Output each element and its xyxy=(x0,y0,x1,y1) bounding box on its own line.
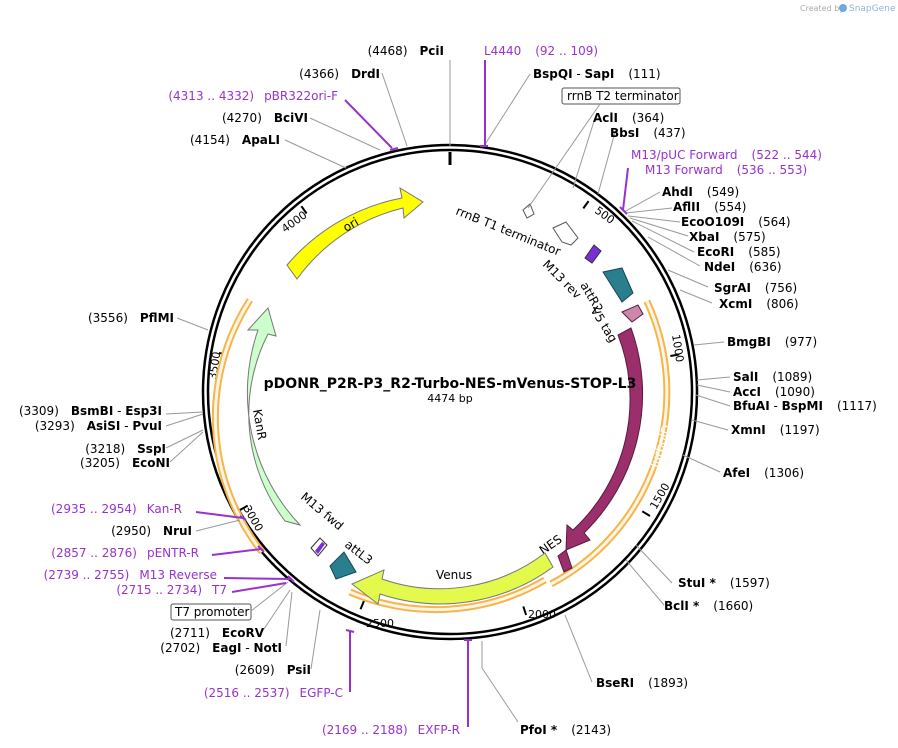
feature-turboid[interactable] xyxy=(565,327,644,551)
feature-attl3[interactable] xyxy=(329,551,357,580)
tick-1000: 1000 xyxy=(669,333,686,363)
site-eco0109i[interactable]: EcoO109I(564) xyxy=(681,215,791,229)
tick-2500: 2500 xyxy=(366,617,394,630)
primer-exfpr[interactable]: (2169 .. 2188)EXFP-R xyxy=(322,723,460,737)
rrnbt2-box xyxy=(561,87,681,105)
tick-marks: 500 1000 1500 2000 2500 3000 3500 4000 xyxy=(206,200,686,630)
site-stui[interactable]: StuI *(1597) xyxy=(678,576,770,590)
site-ecori[interactable]: EcoRI(585) xyxy=(697,245,781,259)
feature-rrnbt1-label: rrnB T1 terminator xyxy=(454,204,563,259)
site-eagi[interactable]: (2702)EagI - NotI xyxy=(160,641,282,655)
primer-t7[interactable]: (2715 .. 2734)T7 xyxy=(116,583,227,597)
site-ndei[interactable]: NdeI(636) xyxy=(704,260,782,274)
site-xcmi[interactable]: XcmI(806) xyxy=(719,297,799,311)
site-drdi[interactable]: (4366)DrdI xyxy=(299,67,380,81)
feature-nes[interactable] xyxy=(557,549,573,573)
site-xbai[interactable]: XbaI(575) xyxy=(689,230,766,244)
site-bfuai[interactable]: BfuAI - BspMI(1117) xyxy=(733,399,877,413)
site-apali[interactable]: (4154)ApaLI xyxy=(190,133,280,147)
site-bmgbi[interactable]: BmgBI(977) xyxy=(727,335,817,349)
feature-kanr-label: KanR xyxy=(250,408,269,441)
backbone-inner-ring xyxy=(206,148,694,636)
t7prom-box xyxy=(170,603,252,621)
feature-attr2[interactable] xyxy=(602,267,634,303)
site-bcivi[interactable]: (4270)BciVI xyxy=(222,111,308,125)
site-bbsi[interactable]: BbsI(437) xyxy=(610,126,686,140)
site-acli[interactable]: AclI(364) xyxy=(593,111,664,125)
plasmid-name: pDONR_P2R-P3_R2-Turbo-NES-mVenus-STOP-L3 xyxy=(264,376,637,392)
site-nrui[interactable]: (2950)NruI xyxy=(111,524,192,538)
site-bspqi[interactable]: BspQI - SapI(111) xyxy=(533,67,661,81)
snapgene-logo-icon xyxy=(839,4,847,12)
sites-right: BspQI - SapI(111) AclI(364) BbsI(437) Ah… xyxy=(520,67,877,737)
created-by-label: Created by xyxy=(800,4,844,13)
feature-turboid-label: TurboID xyxy=(646,423,674,472)
primer-egfpc[interactable]: (2516 .. 2537)EGFP-C xyxy=(204,686,343,700)
feature-rrnbt1[interactable] xyxy=(552,221,579,246)
feature-ori[interactable] xyxy=(286,186,424,280)
primer-m13rev[interactable]: (2739 .. 2755)M13 Reverse xyxy=(44,568,217,582)
site-pflmi[interactable]: (3556)PflMI xyxy=(88,311,174,325)
site-bseri[interactable]: BseRI(1893) xyxy=(596,676,688,690)
primer-pbr322[interactable]: (4313 .. 4332)pBR322ori-F xyxy=(168,89,338,103)
site-pfoi[interactable]: PfoI *(2143) xyxy=(520,723,611,737)
site-econi[interactable]: (3205)EcoNI xyxy=(80,456,170,470)
rrnbt2-box-label: rrnB T2 terminator xyxy=(567,89,679,103)
primer-labels: L4440(92 .. 109) M13/pUC Forward(522 .. … xyxy=(44,44,822,737)
feature-v5tag-label: V5 tag xyxy=(587,304,620,345)
site-sspi[interactable]: (3218)SspI xyxy=(85,442,166,456)
site-psii[interactable]: (2609)PsiI xyxy=(235,663,311,677)
primer-pentr[interactable]: (2857 .. 2876)pENTR-R xyxy=(51,546,199,560)
t7prom-box-label: T7 promoter xyxy=(174,605,250,619)
tick-2000: 2000 xyxy=(528,608,556,621)
site-sali[interactable]: SalI(1089) xyxy=(733,370,812,384)
leader-lines xyxy=(165,60,731,723)
site-acci[interactable]: AccI(1090) xyxy=(733,385,815,399)
primer-m13rev-marker xyxy=(315,542,325,554)
site-ecorv[interactable]: (2711)EcoRV xyxy=(170,626,265,640)
feature-m13fwd[interactable] xyxy=(584,244,602,264)
primer-kanr[interactable]: (2935 .. 2954)Kan-R xyxy=(51,502,182,516)
site-aflii[interactable]: AflII(554) xyxy=(673,200,746,214)
site-asisi[interactable]: (3293)AsiSI - PvuI xyxy=(35,419,162,433)
feature-ori-label: ori xyxy=(341,215,362,235)
site-ahdi[interactable]: AhdI(549) xyxy=(662,185,739,199)
feature-venus[interactable] xyxy=(351,552,554,605)
primer-m13fwd[interactable]: M13 Forward(536 .. 553) xyxy=(645,163,807,177)
site-afei[interactable]: AfeI(1306) xyxy=(723,466,804,480)
feature-m13rev-label: M13 fwd xyxy=(298,490,346,533)
sites-left: (4468)PciI (4366)DrdI (4270)BciVI (4154)… xyxy=(19,44,444,677)
snapgene-label: SnapGene xyxy=(849,4,896,14)
site-xmni[interactable]: XmnI(1197) xyxy=(731,423,820,437)
site-bcli[interactable]: BclI *(1660) xyxy=(664,599,753,613)
feature-venus-label: Venus xyxy=(436,568,472,582)
feature-v5tag[interactable] xyxy=(621,304,644,323)
feature-rrnbt2[interactable] xyxy=(522,203,535,219)
feature-m13fwd-label: M13 rev xyxy=(540,257,584,301)
primer-l4440[interactable]: L4440(92 .. 109) xyxy=(484,44,598,58)
site-bsmbi[interactable]: (3309)BsmBI - Esp3I xyxy=(19,404,162,418)
site-pcii[interactable]: (4468)PciI xyxy=(368,44,444,58)
primer-marks xyxy=(195,60,629,727)
site-sgrai[interactable]: SgrAI(756) xyxy=(714,281,797,295)
plasmid-length: 4474 bp xyxy=(427,392,472,405)
primer-m13puc[interactable]: M13/pUC Forward(522 .. 544) xyxy=(631,148,822,162)
feature-kanr[interactable] xyxy=(246,306,302,526)
